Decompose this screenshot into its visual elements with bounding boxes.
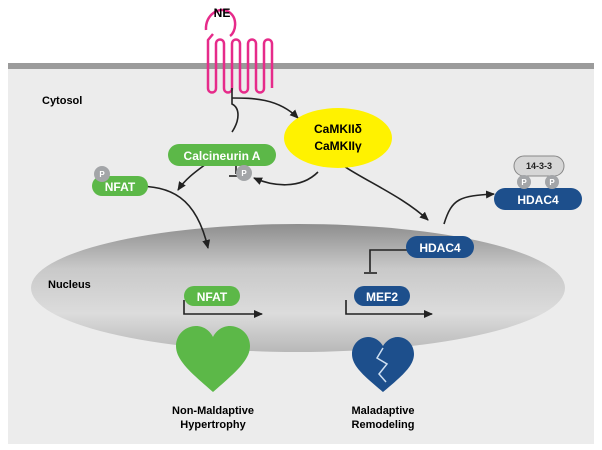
healthy-outcome-line1: Non-Maldaptive [172, 405, 254, 417]
cytosol-label: Cytosol [42, 95, 82, 107]
hdac4-phospho-label-1: P [521, 178, 527, 187]
mef2-label: MEF2 [366, 290, 398, 304]
hdac4-inhibits-mef2-line [369, 249, 414, 272]
nucleus [31, 224, 565, 352]
calcineurin-phospho-circle [236, 165, 252, 181]
hdac4-cytosol-label: HDAC4 [517, 193, 559, 207]
nfat-cytosol-label: NFAT [105, 180, 136, 194]
nfat-nucleus-pill [184, 286, 240, 306]
camkii-inhibits-calcineurin-arrow [253, 171, 319, 186]
hdac4-cytosol-pill [494, 188, 582, 210]
nfat-cytosol-pill [92, 176, 148, 196]
camkii-delta-label: CaMKIIδ [314, 122, 362, 136]
mef2-transcription-arrow [345, 300, 433, 318]
calcineurin-a-label: Calcineurin A [184, 149, 261, 163]
calcineurin-phospho-label: P [241, 169, 247, 178]
hdac4-phospho-circle-2 [545, 175, 559, 189]
ne-label: NE [214, 6, 231, 20]
mef2-pill [354, 286, 410, 306]
nfat-transcription-arrow [183, 300, 263, 318]
hdac4-phospho-circle-1 [517, 175, 531, 189]
disease-outcome-line1: Maladaptive [352, 405, 415, 417]
heart-crack-line [375, 347, 389, 383]
hdac4-nucleus-pill [406, 236, 474, 258]
adapter-14-3-3-label: 14-3-3 [526, 161, 552, 171]
nfat-phospho-circle [94, 166, 110, 182]
healthy-heart-icon [176, 326, 250, 392]
disease-outcome-line2: Remodeling [352, 419, 415, 431]
nfat-phospho-label: P [99, 170, 105, 179]
plasma-membrane [8, 63, 594, 69]
hdac4-export-arrow [443, 190, 495, 225]
broken-heart-icon [352, 337, 414, 392]
adapter-14-3-3-pill [513, 155, 565, 177]
healthy-outcome-line2: Hypertrophy [180, 419, 246, 431]
calcineurin-a-pill [168, 144, 276, 166]
transcription-arrows [183, 300, 433, 318]
camkii-gamma-label: CaMKIIγ [314, 139, 362, 153]
nucleus-label: Nucleus [48, 279, 91, 291]
receptor-to-camkii-arrow [231, 97, 299, 119]
hdac4-phospho-label-2: P [549, 178, 555, 187]
gpcr-receptor [204, 8, 274, 94]
camkii-ellipse [284, 108, 392, 168]
receptor-to-calcineurin-line [231, 88, 239, 133]
hdac4-nucleus-label: HDAC4 [419, 241, 461, 255]
nfat-nucleus-label: NFAT [197, 290, 228, 304]
